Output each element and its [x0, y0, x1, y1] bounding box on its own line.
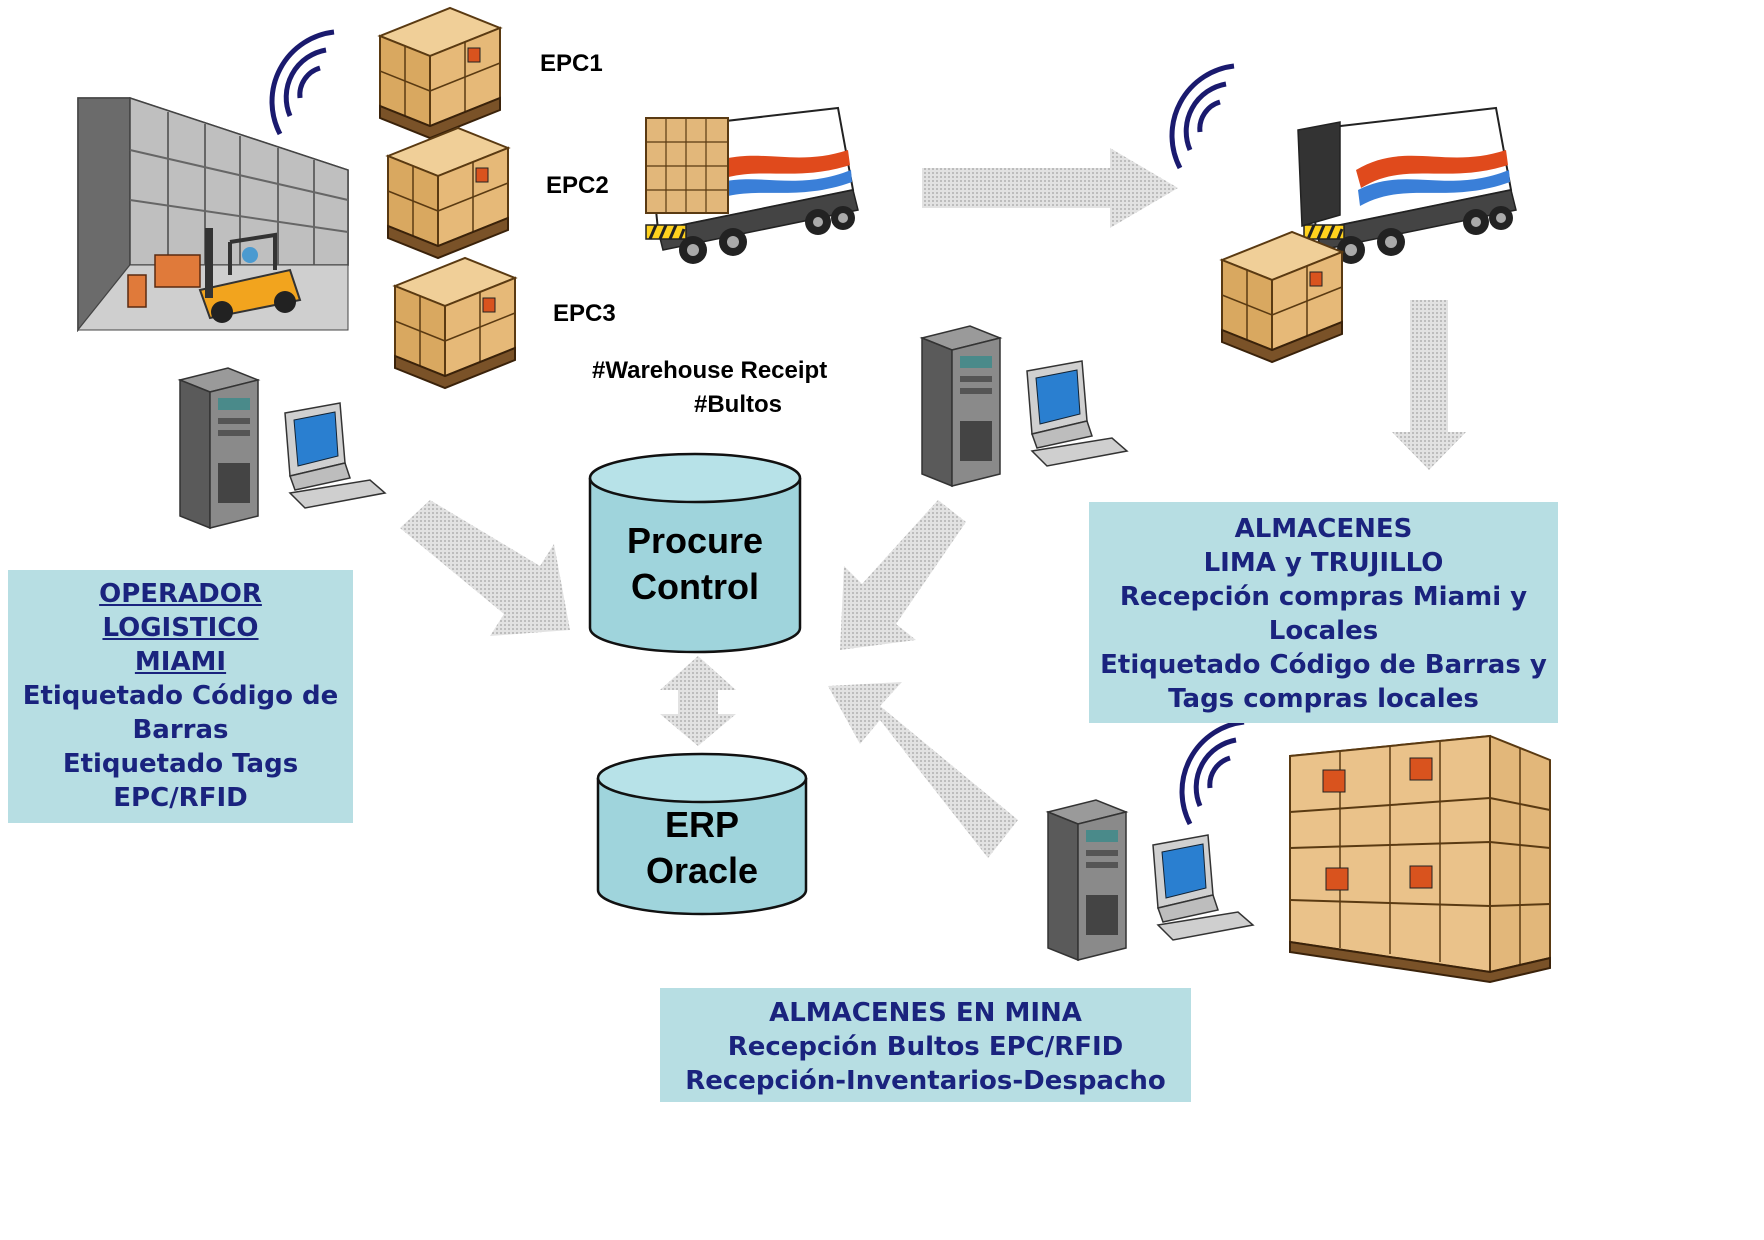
- db-label-line: Procure: [626, 520, 764, 561]
- server-computer-icon: [921, 325, 1128, 487]
- operador-logistico-box: OPERADOR LOGISTICO MIAMI Etiquetado Códi…: [8, 570, 353, 823]
- warehouse-forklift-icon: [76, 96, 349, 333]
- warehouse-receipt-label: #Warehouse Receipt: [592, 357, 828, 384]
- server-computer-icon: [179, 367, 386, 529]
- box-line: MIAMI: [134, 647, 227, 677]
- procure-control-db-label: Procure Control: [590, 518, 800, 610]
- box-line: Recepción Bultos EPC/RFID: [727, 1032, 1124, 1062]
- arrow-icon: [922, 148, 1178, 228]
- box-line: Recepción-Inventarios-Despacho: [685, 1066, 1166, 1096]
- almacenes-lima-trujillo-box: ALMACENES LIMA y TRUJILLO Recepción comp…: [1089, 502, 1558, 723]
- box-line: LIMA y TRUJILLO: [1203, 548, 1444, 578]
- epc2-label: EPC2: [546, 172, 609, 199]
- truck-icon: [1172, 66, 1518, 363]
- box-line: EPC/RFID: [113, 783, 248, 813]
- arrow-icon: [828, 682, 1018, 858]
- pallet-box-icon: [379, 7, 501, 139]
- arrow-icon: [400, 500, 570, 636]
- diagram-canvas: [76, 7, 1551, 984]
- box-line: OPERADOR: [99, 579, 262, 609]
- pallet-box-icon: [1182, 722, 1551, 984]
- almacenes-mina-box: ALMACENES EN MINA Recepción Bultos EPC/R…: [660, 988, 1191, 1102]
- erp-oracle-db-label: ERP Oracle: [598, 802, 806, 894]
- box-line: ALMACENES: [1234, 514, 1413, 544]
- server-computer-icon: [1047, 799, 1254, 961]
- box-line: Recepción compras Miami y: [1119, 582, 1528, 612]
- box-line: LOGISTICO: [102, 613, 259, 643]
- db-label-line: Oracle: [645, 850, 759, 891]
- box-line: Tags compras locales: [1168, 684, 1479, 714]
- box-line: Etiquetado Código de Barras y: [1100, 650, 1547, 680]
- db-label-line: ERP: [664, 804, 740, 845]
- box-line: Etiquetado Tags: [62, 749, 299, 779]
- pallet-box-icon: [394, 257, 516, 389]
- truck-icon: [644, 106, 860, 266]
- arrow-icon: [840, 500, 966, 650]
- box-line: ALMACENES EN MINA: [769, 998, 1082, 1028]
- database-icon: [588, 452, 802, 654]
- epc1-label: EPC1: [540, 50, 603, 77]
- rfid-signal-icon: [272, 32, 334, 134]
- box-line: Etiquetado Código de: [22, 681, 339, 711]
- arrow-icon: [1392, 300, 1466, 470]
- database-icon: [596, 752, 808, 916]
- epc3-label: EPC3: [553, 300, 616, 327]
- box-line: Locales: [1268, 616, 1379, 646]
- box-line: Barras: [132, 715, 229, 745]
- pallet-box-icon: [387, 127, 509, 259]
- bultos-label: #Bultos: [694, 391, 783, 418]
- db-label-line: Control: [631, 566, 759, 607]
- arrow-icon: [660, 656, 736, 746]
